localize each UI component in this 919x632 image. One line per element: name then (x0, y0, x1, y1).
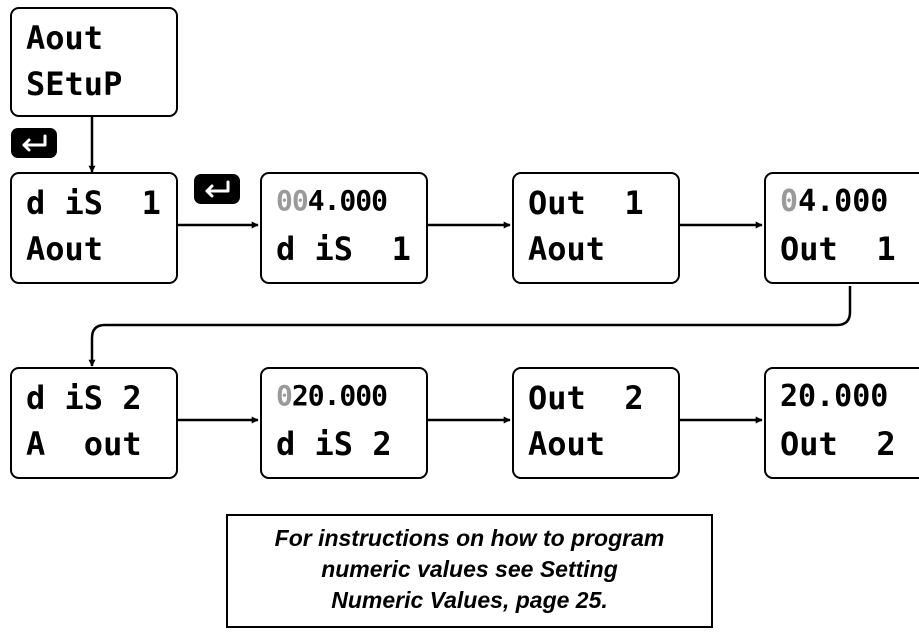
screen-out1-aout: Out 1 Aout (512, 172, 680, 284)
display-value: 4.000 (798, 184, 889, 219)
screen-dis2-aout: d iS 2 A out (10, 367, 178, 479)
display-value-line: 04.000 (780, 184, 888, 219)
screen-aout-setup: Aout SEtuP (10, 7, 178, 117)
display-top-line: Out 1 (528, 184, 644, 222)
note-line-1: For instructions on how to program (274, 525, 665, 551)
display-bottom-line: Aout (26, 230, 104, 268)
enter-return-icon (22, 134, 47, 152)
display-top-line: Aout (26, 19, 104, 57)
enter-button[interactable] (11, 128, 57, 158)
screen-out2-aout: Out 2 Aout (512, 367, 680, 479)
instruction-note-text: For instructions on how to program numer… (275, 523, 665, 616)
display-leading-zeros: 0 (276, 379, 293, 412)
display-top-line: d iS 2 (26, 379, 142, 417)
display-value: 20.000 (291, 379, 388, 412)
enter-return-icon (205, 180, 230, 198)
enter-button[interactable] (194, 174, 240, 204)
display-value-line: 004.000 (276, 184, 388, 217)
note-line-3: Numeric Values, page 25. (331, 587, 608, 613)
display-bottom-line: SEtuP (26, 65, 123, 103)
display-top-line: d iS 1 (26, 184, 161, 222)
display-bottom-line: d iS 2 (276, 425, 392, 463)
note-line-2: numeric values see Setting (321, 556, 618, 582)
display-bottom-line: d iS 1 (276, 230, 411, 268)
display-bottom-line: Aout (528, 425, 606, 463)
display-leading-zeros: 00 (276, 184, 309, 217)
display-value-line: 20.000 (780, 379, 889, 414)
display-bottom-line: Out 2 (780, 425, 896, 463)
display-bottom-line: Aout (528, 230, 606, 268)
display-bottom-line: A out (26, 425, 142, 463)
screen-out1-value: 04.000 Out 1 (764, 172, 919, 284)
display-leading-zeros: 0 (780, 184, 799, 219)
screen-dis1-aout: d iS 1 Aout (10, 172, 178, 284)
screen-dis2-value: 020.000 d iS 2 (260, 367, 428, 479)
display-value-line: 020.000 (276, 379, 388, 412)
display-value: 4.000 (307, 184, 388, 217)
screen-dis1-value: 004.000 d iS 1 (260, 172, 428, 284)
instruction-note: For instructions on how to program numer… (226, 514, 713, 628)
screen-out2-value: 20.000 Out 2 (764, 367, 919, 479)
display-bottom-line: Out 1 (780, 230, 896, 268)
display-top-line: Out 2 (528, 379, 644, 417)
arrow-row-wrap (88, 286, 852, 367)
